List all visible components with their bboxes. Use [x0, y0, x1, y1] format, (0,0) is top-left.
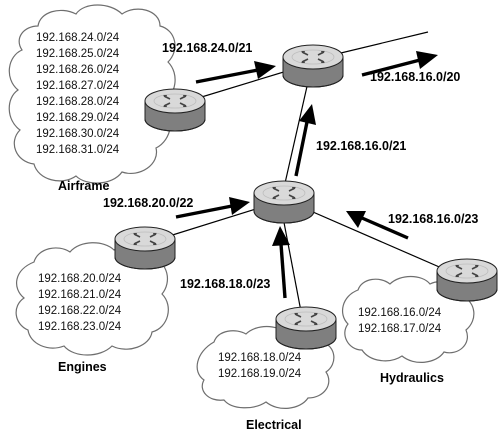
route-label-airframe-summary: 192.168.24.0/21	[162, 41, 252, 55]
arrow-engines-to-distribution	[175, 197, 250, 219]
router-icon	[436, 258, 498, 302]
subnet-entry: 192.168.29.0/24	[36, 112, 120, 124]
airframe-cloud	[8, 4, 176, 184]
subnet-entry: 192.168.30.0/24	[36, 128, 120, 140]
subnet-entry: 192.168.25.0/24	[36, 48, 120, 60]
subnet-entry: 192.168.26.0/24	[36, 64, 120, 76]
router-icon	[275, 306, 337, 350]
site-label-engines: Engines	[58, 360, 107, 374]
subnet-entry: 192.168.18.0/24	[218, 352, 302, 364]
electrical-subnet-list: 192.168.18.0/24 192.168.19.0/24	[218, 352, 302, 380]
engines-router	[114, 226, 176, 270]
link-core-distribution	[282, 81, 309, 193]
link-hydraulics-distribution	[289, 201, 461, 277]
subnet-entry: 192.168.16.0/24	[358, 307, 442, 319]
subnet-entry: 192.168.22.0/24	[38, 305, 122, 317]
engines-cloud	[15, 242, 169, 356]
subnet-entry: 192.168.20.0/24	[38, 273, 122, 285]
arrow-airframe-to-core	[195, 61, 276, 84]
arrow-hydraulics-to-distribution	[346, 211, 409, 240]
airframe-subnet-list: 192.168.24.0/24 192.168.25.0/24 192.168.…	[36, 32, 120, 156]
subnet-entry: 192.168.31.0/24	[36, 144, 120, 156]
hydraulics-cloud	[341, 275, 475, 363]
subnet-entry: 192.168.19.0/24	[218, 368, 302, 380]
router-icon	[114, 226, 176, 270]
subnet-entry: 192.168.17.0/24	[358, 323, 442, 335]
subnet-entry: 192.168.28.0/24	[36, 96, 120, 108]
route-label-electrical-summary: 192.168.18.0/23	[180, 277, 270, 291]
subnet-entry: 192.168.27.0/24	[36, 80, 120, 92]
route-label-core-summary: 192.168.16.0/20	[370, 70, 460, 84]
router-icon	[253, 180, 315, 224]
hydraulics-router	[436, 258, 498, 302]
route-label-distribution-summary: 192.168.16.0/21	[316, 139, 406, 153]
arrow-core-upstream	[361, 51, 438, 77]
airframe-router	[144, 88, 206, 132]
router-icon	[282, 44, 344, 88]
site-label-electrical: Electrical	[246, 418, 302, 432]
electrical-router	[275, 306, 337, 350]
site-label-airframe: Airframe	[58, 179, 109, 193]
core-router	[282, 44, 344, 88]
hydraulics-subnet-list: 192.168.16.0/24 192.168.17.0/24	[358, 307, 442, 335]
subnet-entry: 192.168.21.0/24	[38, 289, 122, 301]
subnet-entry: 192.168.23.0/24	[38, 321, 122, 333]
arrow-electrical-to-distribution	[272, 226, 290, 299]
route-arrows	[175, 51, 438, 299]
router-icon	[144, 88, 206, 132]
subnet-entry: 192.168.24.0/24	[36, 32, 120, 44]
site-label-hydraulics: Hydraulics	[380, 371, 444, 385]
route-label-hydraulics-summary: 192.168.16.0/23	[388, 212, 478, 226]
route-label-engines-summary: 192.168.20.0/22	[103, 196, 193, 210]
arrow-distribution-to-core	[294, 104, 316, 177]
link-electrical-distribution	[281, 211, 304, 323]
engines-subnet-list: 192.168.20.0/24 192.168.21.0/24 192.168.…	[38, 273, 122, 333]
distribution-router	[253, 180, 315, 224]
